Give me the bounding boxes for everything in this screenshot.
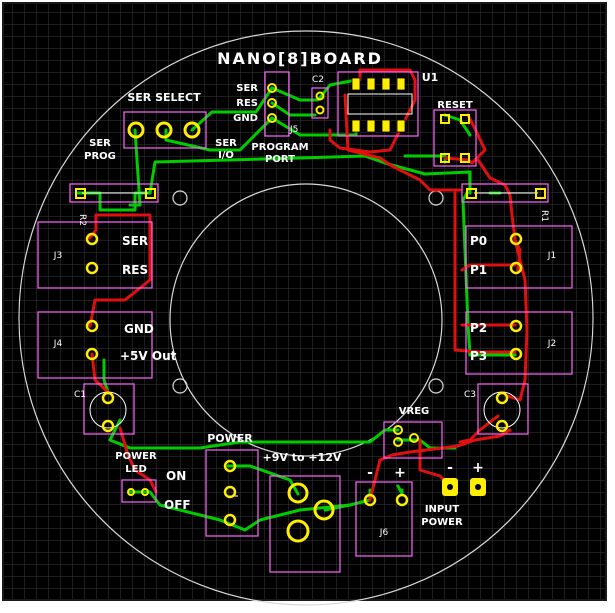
r2-label: R2 [77, 214, 87, 226]
j4-label: J4 [53, 339, 63, 349]
p0-label: P0 [470, 234, 487, 248]
input-power-label-2: POWER [421, 517, 463, 528]
j3-ser-label: SER [122, 234, 148, 248]
j5-res-label: RES [236, 98, 258, 109]
reset-label: RESET [437, 100, 473, 111]
power-switch-label: POWER [207, 432, 253, 445]
ser-prog-label-1: SER [89, 138, 111, 149]
program-port-label-1: PROGRAM [251, 142, 308, 153]
j6-plus-label: + [394, 465, 406, 481]
j5-ser-label: SER [236, 83, 258, 94]
p2-label: P2 [470, 321, 487, 335]
silkscreen-outlines [37, 71, 573, 573]
j5-label: J5 [289, 125, 298, 135]
u1-label: U1 [422, 71, 439, 84]
off-label: OFF [164, 498, 191, 512]
power-led-label-2: LED [125, 464, 147, 475]
j5-gnd-label: GND [233, 113, 258, 124]
j4-5v-label: +5V Out [120, 349, 177, 363]
input-minus-label: - [447, 460, 453, 476]
j2-label: J2 [547, 339, 556, 349]
voltage-label: +9V to +12V [263, 451, 342, 464]
p1-label: P1 [470, 263, 487, 277]
c2-label: C2 [312, 75, 324, 85]
c3-label: C3 [464, 390, 476, 400]
j3-label: J3 [53, 251, 62, 261]
ser-io-label-1: SER [215, 138, 237, 149]
ser-prog-label-2: PROG [84, 151, 116, 162]
center-cutout [169, 183, 443, 457]
j1-label: J1 [547, 251, 556, 261]
j4-gnd-label: GND [124, 322, 154, 336]
pads [75, 77, 546, 543]
on-label: ON [166, 469, 186, 483]
c1-label: C1 [74, 390, 86, 400]
ser-select-label: SER SELECT [127, 91, 201, 104]
mounting-holes [172, 190, 444, 394]
r1-label: R1 [539, 210, 549, 222]
power-led-label-1: POWER [115, 451, 157, 462]
j6-label: J6 [379, 528, 389, 538]
input-power-label-1: INPUT [425, 504, 460, 515]
p3-label: P3 [470, 349, 487, 363]
program-port-label-2: PORT [265, 154, 295, 165]
vreg-label: VREG [399, 406, 429, 417]
board-title: NANO[8]BOARD [217, 49, 383, 68]
j6-minus-label: - [367, 465, 373, 481]
j3-res-label: RES [122, 263, 148, 277]
ser-io-label-2: I/O [218, 150, 234, 161]
input-plus-label: + [472, 460, 484, 476]
board-outline [18, 30, 594, 606]
